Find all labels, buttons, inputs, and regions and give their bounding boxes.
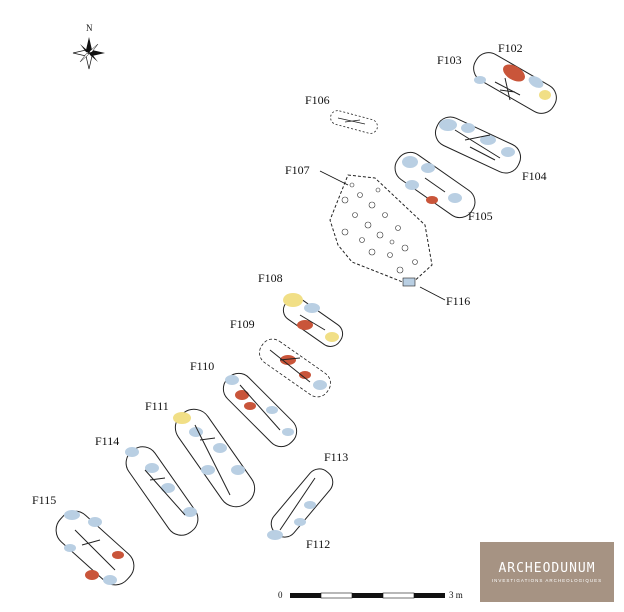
logo-tagline: INVESTIGATIONS ARCHEOLOGIQUES [491,578,603,583]
label-f102: F102 [498,41,523,55]
label-f109: F109 [230,317,255,331]
grave-f105 [394,151,476,219]
scale-end-label: 3 m [449,590,463,600]
north-label: N [86,23,93,33]
label-f103: F103 [437,53,462,67]
grave-f114 [125,446,199,536]
grave-f112-f113 [267,468,334,540]
scale-bar: 0 3 m [278,590,463,600]
label-f112: F112 [306,537,330,551]
grave-f110 [222,372,298,448]
label-f107: F107 [285,163,310,177]
label-f113: F113 [324,450,348,464]
north-arrow-icon: N [72,23,105,70]
grave-f108 [282,293,344,347]
grave-f115 [55,510,135,586]
label-f114: F114 [95,434,119,448]
label-f104: F104 [522,169,547,183]
label-f110: F110 [190,359,214,373]
label-f105: F105 [468,209,493,223]
scale-start-label: 0 [278,590,283,600]
feature-labels: F102 F103 F104 F105 F106 F107 F108 F109 … [32,41,547,551]
label-f108: F108 [258,271,283,285]
logo-name: ARCHEODUNUM [498,561,596,576]
grave-f106 [330,110,378,134]
grave-f102-f103 [473,52,557,114]
company-logo: ARCHEODUNUM INVESTIGATIONS ARCHEOLOGIQUE… [480,542,614,602]
grave-f111 [173,408,256,508]
label-f111: F111 [145,399,169,413]
pit-f107 [329,174,433,287]
label-f106: F106 [305,93,330,107]
grave-f104 [434,116,522,174]
leader-lines [319,170,446,301]
grave-f109 [259,338,331,398]
label-f115: F115 [32,493,56,507]
label-f116: F116 [446,294,470,308]
